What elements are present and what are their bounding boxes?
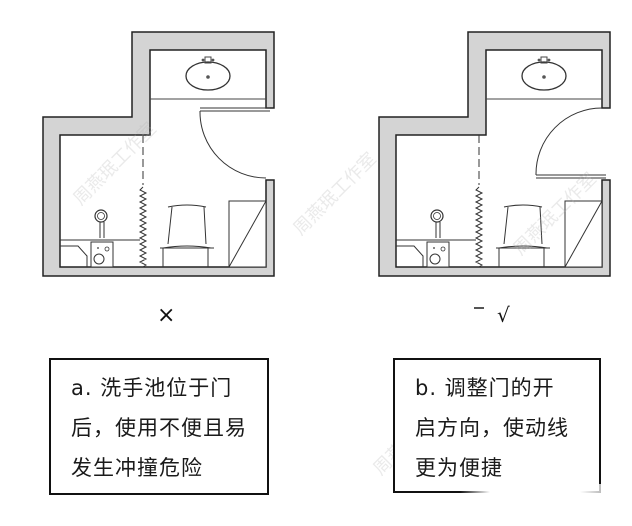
washing-machine-icon xyxy=(90,241,114,268)
check-mark-icon: √ xyxy=(497,303,510,327)
caption-box-a: a. 洗手池位于门 后，使用不便且易 发生冲撞危险 xyxy=(49,358,269,495)
washing-machine-icon xyxy=(426,241,450,268)
door-swing-icon xyxy=(199,107,270,179)
caption-line: 发生冲撞危险 xyxy=(71,456,203,480)
caption-line: b. 调整门的开 xyxy=(415,376,555,400)
toilet-icon xyxy=(496,204,550,267)
shower-curtain-icon xyxy=(138,186,148,268)
floor-plan-b xyxy=(378,31,611,277)
floor-plan-a xyxy=(42,31,275,277)
wall-outline xyxy=(378,31,611,277)
caption-line: a. 洗手池位于门 xyxy=(71,376,233,400)
washbasin-icon xyxy=(521,56,567,91)
caption-line: 启方向，使动线 xyxy=(415,416,569,440)
cross-mark-icon: × xyxy=(157,303,176,328)
shower-fixture-icon xyxy=(396,209,476,267)
caption-box-b: b. 调整门的开 启方向，使动线 更为便捷 xyxy=(393,358,601,493)
toilet-icon xyxy=(160,204,214,267)
dash-artifact xyxy=(474,307,484,309)
caption-text-a: a. 洗手池位于门 后，使用不便且易 发生冲撞危险 xyxy=(71,368,247,488)
shower-fixture-icon xyxy=(60,209,140,267)
caption-text-b: b. 调整门的开 启方向，使动线 更为便捷 xyxy=(415,368,569,488)
cabinet-icon xyxy=(228,200,267,268)
door-swing-icon xyxy=(535,107,606,179)
washbasin-icon xyxy=(185,56,231,91)
bottom-fade-overlay xyxy=(460,484,610,498)
cabinet-icon xyxy=(564,200,603,268)
caption-line: 后，使用不便且易 xyxy=(71,416,247,440)
shower-curtain-icon xyxy=(474,186,484,268)
caption-line: 更为便捷 xyxy=(415,456,503,480)
